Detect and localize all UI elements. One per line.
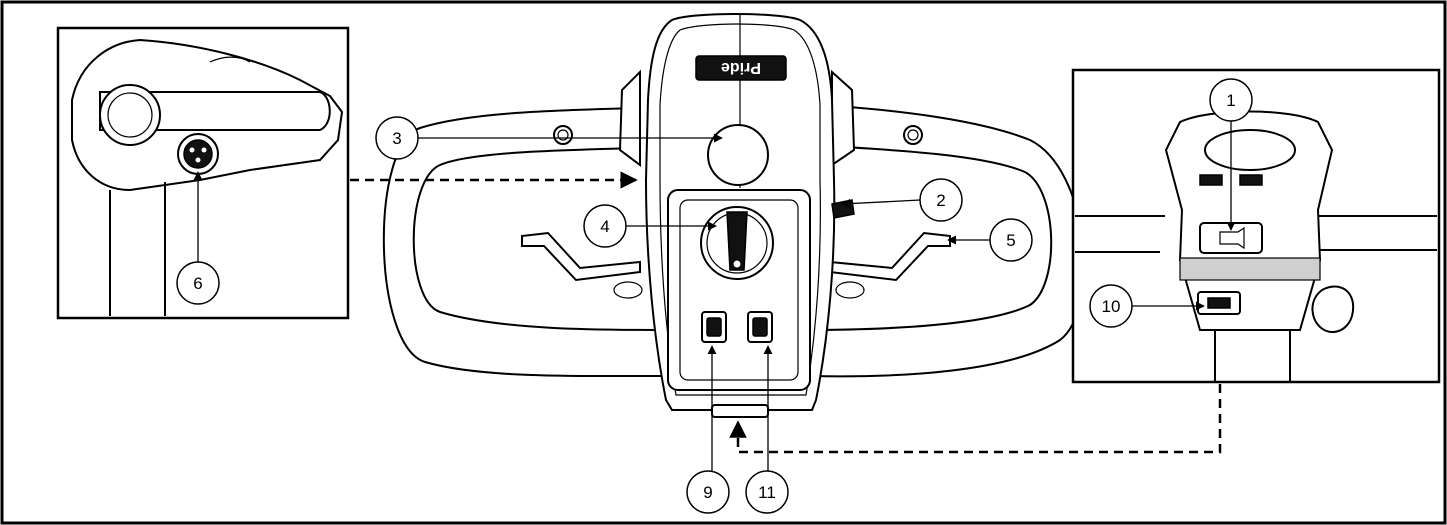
- callout-4: 4: [583, 204, 627, 248]
- inset-panel-strip: [1179, 257, 1321, 281]
- handlebar-screw-right: [903, 125, 923, 145]
- tiller-console-inner: [659, 23, 821, 396]
- switch-11[interactable]: [747, 311, 773, 343]
- switch-9[interactable]: [701, 311, 727, 343]
- callout-4-label: 4: [600, 217, 609, 236]
- inset-key-slot-left: [1199, 174, 1223, 186]
- callout-6: 6: [176, 261, 220, 305]
- callout-2: 2: [919, 178, 963, 222]
- inset-hub-inner: [107, 92, 153, 138]
- lever-mount-right: [835, 281, 865, 299]
- horn-button[interactable]: [1199, 222, 1263, 254]
- brand-text: Pride: [721, 59, 761, 76]
- callout-9: 9: [686, 470, 730, 514]
- callout-3: 3: [375, 116, 419, 160]
- callout-10-label: 10: [1102, 297, 1121, 316]
- callout-5: 5: [989, 218, 1033, 262]
- right-inset-connector: [729, 384, 1222, 454]
- speed-dial[interactable]: [700, 206, 774, 280]
- inset-clip-loop: [1311, 285, 1355, 333]
- right-inset: [1071, 68, 1441, 384]
- charger-port[interactable]: [177, 133, 219, 175]
- callout-11-label: 11: [758, 483, 776, 502]
- throttle-lever-left: [521, 231, 641, 282]
- callout-3-label: 3: [392, 129, 401, 148]
- throttle-lever-right: [829, 231, 951, 282]
- console-bottom: [711, 404, 769, 418]
- inset-gauge-rear: [1204, 129, 1296, 171]
- callout-2-label: 2: [936, 191, 945, 210]
- callout-10: 10: [1089, 284, 1133, 328]
- leader-2: [841, 199, 921, 209]
- tiller-shoulder-right: [831, 69, 856, 167]
- callout-5-label: 5: [1006, 231, 1015, 250]
- callout-9-label: 9: [703, 483, 712, 502]
- inset-rear-handlebar: [1075, 215, 1437, 253]
- callout-11: 11: [745, 470, 789, 514]
- inset-handle-hub: [99, 84, 161, 146]
- callout-1: 1: [1209, 78, 1253, 122]
- battery-gauge: [707, 124, 769, 186]
- inset-key-slot-right: [1239, 174, 1263, 186]
- handlebar-screw-left: [553, 125, 573, 145]
- callout-1-label: 1: [1226, 91, 1235, 110]
- side-lever[interactable]: [831, 199, 855, 219]
- tiller-shoulder-left: [618, 69, 641, 167]
- tiller-main-view: Pride: [382, 13, 1085, 418]
- lever-mount-left: [613, 281, 643, 299]
- pride-logo: Pride: [695, 55, 787, 81]
- usb-port[interactable]: [1197, 291, 1241, 315]
- callout-6-label: 6: [193, 274, 202, 293]
- control-panel-inner: [679, 199, 799, 381]
- inset-cap: [209, 56, 251, 63]
